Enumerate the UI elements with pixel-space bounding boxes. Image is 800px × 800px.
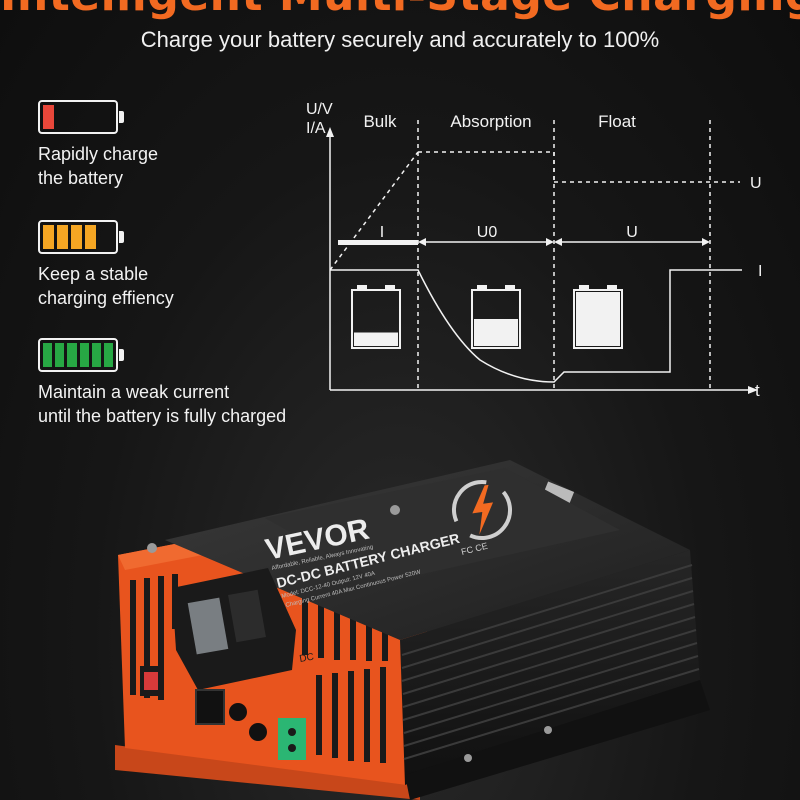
y-axis-label-current: I/A xyxy=(306,120,326,137)
heatsink-side xyxy=(400,550,700,785)
rj45-port xyxy=(195,689,225,725)
arrowhead xyxy=(546,238,554,246)
input-terminal-block xyxy=(172,568,296,690)
stage-absorption-description: Keep a stable charging effiency xyxy=(38,220,328,310)
bulk-current-bar xyxy=(338,240,418,245)
battery-cell xyxy=(71,225,82,249)
indicator-light xyxy=(249,723,267,741)
green-terminal-connector xyxy=(278,718,306,760)
lightning-bolt-icon xyxy=(452,480,512,540)
battery-cell xyxy=(67,343,77,367)
screw xyxy=(390,505,400,515)
battery-charge-level xyxy=(576,292,620,346)
x-axis-label: t xyxy=(755,381,760,400)
battery-cell xyxy=(57,225,68,249)
battery-cell xyxy=(91,343,101,367)
heatsink-fins xyxy=(401,564,700,760)
battery-half-icon xyxy=(38,220,124,254)
battery-charge-icon xyxy=(351,285,401,349)
screw xyxy=(147,543,157,553)
stage-label: Maintain a weak current until the batter… xyxy=(38,382,287,426)
charging-curve-diagram: U/V I/A t Bulk Absorption Float I U0 U U… xyxy=(306,101,762,400)
voltage-curve-label: U xyxy=(750,175,762,192)
mounting-flange xyxy=(115,745,420,800)
dc-port-label: DC xyxy=(299,652,315,665)
screw xyxy=(464,754,472,762)
battery-cell xyxy=(43,105,54,129)
voltage-absorption xyxy=(418,151,555,182)
headline: Intelligent Multi-Stage Charging xyxy=(0,0,800,21)
arrowhead xyxy=(702,238,710,246)
stage-float-description: Maintain a weak current until the batter… xyxy=(38,338,328,428)
battery-cell xyxy=(43,225,54,249)
screw xyxy=(544,726,552,734)
phase-label-float: Float xyxy=(598,112,636,131)
battery-cell xyxy=(85,225,96,249)
stage-bulk-description: Rapidly charge the battery xyxy=(38,100,328,190)
subtitle: Charge your battery securely and accurat… xyxy=(140,27,660,52)
terminal-cover xyxy=(187,597,229,655)
phase-label-absorption: Absorption xyxy=(450,112,531,131)
battery-charge-level xyxy=(354,332,398,346)
battery-full-icon xyxy=(38,338,124,372)
segment-label-float: U xyxy=(626,224,638,241)
battery-charge-level xyxy=(474,319,518,346)
battery-charge-icon xyxy=(573,285,623,349)
current-curve xyxy=(330,269,742,383)
battery-charge-icon xyxy=(471,285,521,349)
stage-label: Keep a stable charging effiency xyxy=(38,264,174,308)
battery-cell xyxy=(55,343,65,367)
battery-cell xyxy=(103,343,114,367)
segment-label-absorption: U0 xyxy=(477,224,498,241)
segment-label-bulk: I xyxy=(380,224,384,241)
dc-dc-charger-product-image: VEVOR Affordable, Reliable, Always Innov… xyxy=(115,460,710,800)
current-curve-label: I xyxy=(758,263,762,280)
indicator-light xyxy=(229,703,247,721)
stage-label: Rapidly charge the battery xyxy=(38,144,159,188)
arrowhead xyxy=(418,238,426,246)
battery-cell xyxy=(79,343,89,367)
product-label xyxy=(265,468,620,583)
arrowhead xyxy=(554,238,562,246)
y-axis-arrow xyxy=(326,127,334,137)
battery-cell xyxy=(43,343,53,367)
phase-label-bulk: Bulk xyxy=(363,112,397,131)
x-axis-arrow xyxy=(748,386,758,394)
battery-low-icon xyxy=(38,100,124,134)
voltage-ramp xyxy=(329,151,419,271)
y-axis-label-voltage: U/V xyxy=(306,101,333,118)
